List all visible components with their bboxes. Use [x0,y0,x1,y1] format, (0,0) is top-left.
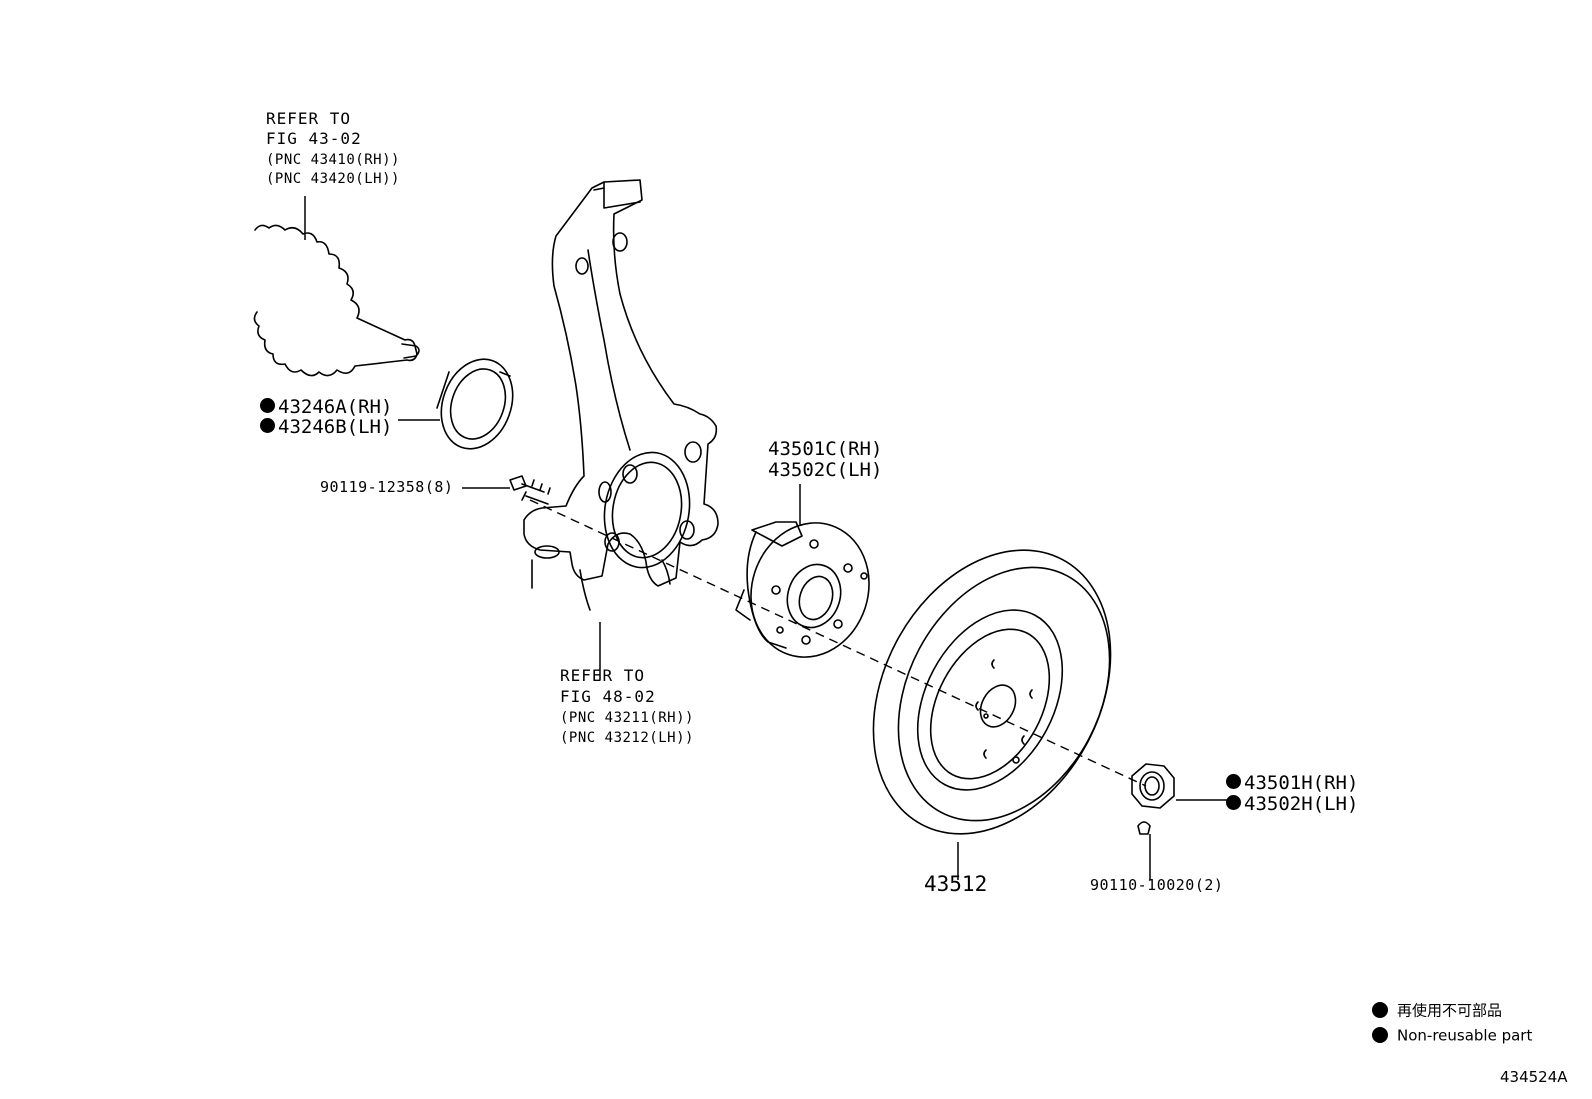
seal-lh-part-number: 43246B(LH) [260,418,392,437]
disc-set-screw [1137,821,1151,835]
nut-lh-text: 43502H(LH) [1244,793,1359,815]
pnc-lh-label-drive: (PNC 43420(LH)) [266,171,400,187]
nut-rh-text: 43501H(RH) [1244,772,1359,794]
steering-knuckle [523,179,719,611]
knuckle-bolt [509,475,551,505]
figure-id: 434524A [1500,1068,1568,1086]
assembly-axis-dashed-line [529,499,1147,787]
legend-english-text: Non-reusable part [1397,1026,1533,1045]
hub-nut [1131,763,1175,809]
legend-japanese-text: 再使用不可部品 [1397,1001,1503,1020]
seal-lh-text: 43246B(LH) [278,416,393,438]
nut-rh-part-number: 43501H(RH) [1226,774,1358,793]
hub-lh-part-number: 43502C(LH) [768,459,883,481]
non-reusable-bullet-icon [1226,795,1241,810]
brake-disc-rotor [872,549,1112,835]
seal-rh-part-number: 43246A(RH) [260,398,392,417]
drive-shaft-reference-shape [253,224,420,377]
non-reusable-bullet-icon [260,398,275,413]
pnc-rh-label-knuckle: (PNC 43211(RH)) [560,710,694,726]
refer-fig-label-drive: FIG 43-02 [266,129,362,148]
screw-part-number: 90110-10020(2) [1090,876,1224,894]
refer-to-label-drive: REFER TO [266,109,352,128]
legend-bullet-icon [1372,1027,1388,1043]
nut-lh-part-number: 43502H(LH) [1226,795,1358,814]
seal-rh-text: 43246A(RH) [278,396,393,418]
hub-rh-part-number: 43501C(RH) [768,438,883,460]
non-reusable-bullet-icon [1226,774,1241,789]
refer-to-label-knuckle: REFER TO [560,666,646,685]
pnc-lh-label-knuckle: (PNC 43212(LH)) [560,730,694,746]
legend-japanese: 再使用不可部品 [1372,1001,1503,1020]
legend-english: Non-reusable part [1372,1026,1533,1045]
pnc-rh-label-drive: (PNC 43410(RH)) [266,152,400,168]
disc-part-number: 43512 [924,872,988,896]
oil-seal-ring [436,358,514,450]
hub-bearing-assembly [735,521,870,658]
non-reusable-bullet-icon [260,418,275,433]
refer-fig-label-knuckle: FIG 48-02 [560,687,656,706]
bolt-part-number: 90119-12358(8) [320,478,454,496]
legend-bullet-icon [1372,1002,1388,1018]
